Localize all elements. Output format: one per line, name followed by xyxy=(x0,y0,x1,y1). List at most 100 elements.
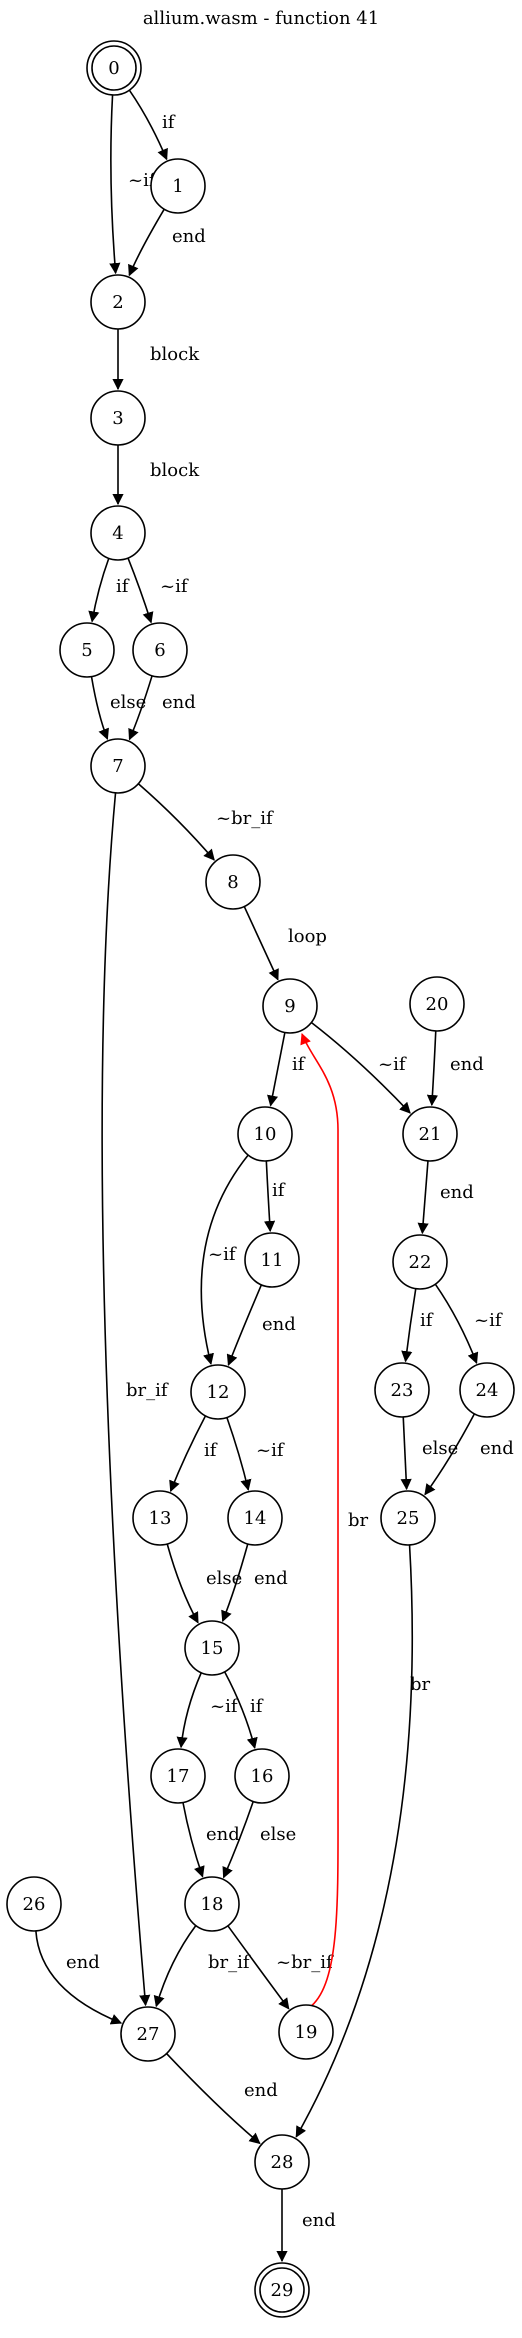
edge-line-18-27 xyxy=(153,1925,197,2008)
node-label-29: 29 xyxy=(271,2280,294,2301)
edge-label-1-2: end xyxy=(172,226,206,247)
node-13: 13 xyxy=(132,1490,188,1546)
node-circle-8 xyxy=(205,854,261,910)
node-24: 24 xyxy=(459,1362,515,1418)
edge-23-25: else xyxy=(400,1416,458,1491)
node-11: 11 xyxy=(244,1232,300,1288)
edge-line-13-15 xyxy=(166,1543,199,1624)
edge-7-27: br_if xyxy=(101,792,169,2007)
node-0: 0 xyxy=(86,40,142,96)
edge-line-0-2 xyxy=(109,94,121,275)
node-circle-23 xyxy=(374,1362,430,1418)
edge-line-8-9 xyxy=(243,906,279,981)
edge-17-18: end xyxy=(182,1802,240,1878)
node-label-21: 21 xyxy=(419,1124,442,1145)
edge-label-17-18: end xyxy=(206,1824,240,1845)
edge-line-19-9 xyxy=(300,1032,339,2007)
edge-12-13: if xyxy=(169,1415,218,1493)
edge-line-10-12 xyxy=(200,1154,249,1365)
node-inner-circle-29 xyxy=(259,2267,305,2313)
node-28: 28 xyxy=(254,2134,310,2190)
edge-25-28: br xyxy=(295,1544,431,2138)
node-circle-7 xyxy=(90,738,146,794)
node-label-16: 16 xyxy=(251,1766,274,1787)
node-label-12: 12 xyxy=(207,1382,230,1403)
edge-21-22: end xyxy=(417,1160,474,1235)
edge-label-11-12: end xyxy=(262,1314,296,1335)
node-label-7: 7 xyxy=(112,756,123,777)
edge-9-10: if xyxy=(267,1032,306,1107)
node-circle-22 xyxy=(392,1234,448,1290)
edge-line-9-10 xyxy=(267,1032,286,1107)
node-circle-10 xyxy=(237,1106,293,1162)
node-20: 20 xyxy=(409,976,465,1032)
edge-label-26-27: end xyxy=(66,1952,100,1973)
edge-label-16-18: else xyxy=(260,1824,296,1845)
node-circle-18 xyxy=(184,1876,240,1932)
node-4: 4 xyxy=(90,505,146,561)
node-circle-1 xyxy=(150,158,206,214)
edge-8-9: loop xyxy=(243,906,327,981)
edge-15-17: ~if xyxy=(176,1672,239,1749)
node-8: 8 xyxy=(205,854,261,910)
edge-line-4-5 xyxy=(88,558,110,623)
edge-label-19-9: br xyxy=(348,1510,369,1531)
node-circle-11 xyxy=(244,1232,300,1288)
node-label-3: 3 xyxy=(112,408,123,429)
node-29: 29 xyxy=(254,2262,310,2318)
edge-label-15-17: ~if xyxy=(210,1696,239,1717)
edge-6-7: end xyxy=(128,675,196,741)
edge-line-9-21 xyxy=(310,1021,411,1114)
node-16: 16 xyxy=(234,1748,290,1804)
edge-10-12: ~if xyxy=(200,1154,249,1365)
node-label-18: 18 xyxy=(201,1894,224,1915)
edge-16-18: else xyxy=(222,1801,296,1879)
edge-label-28-29: end xyxy=(302,2210,336,2231)
edge-0-1: if xyxy=(128,89,176,161)
graph-title: allium.wasm - function 41 xyxy=(143,8,379,29)
node-circle-13 xyxy=(132,1490,188,1546)
node-circle-27 xyxy=(120,2006,176,2062)
node-circle-15 xyxy=(184,1620,240,1676)
edge-line-10-11 xyxy=(264,1160,276,1233)
node-label-24: 24 xyxy=(476,1380,499,1401)
node-15: 15 xyxy=(184,1620,240,1676)
edge-line-7-27 xyxy=(101,792,151,2007)
node-3: 3 xyxy=(90,390,146,446)
node-circle-9 xyxy=(262,978,318,1034)
edge-label-21-22: end xyxy=(440,1182,474,1203)
edge-9-21: ~if xyxy=(310,1021,411,1114)
edge-line-6-7 xyxy=(128,675,153,741)
edge-19-9: br xyxy=(300,1032,369,2007)
edge-line-25-28 xyxy=(295,1544,414,2138)
edge-18-19: ~br_if xyxy=(227,1925,334,2010)
edge-label-15-16: if xyxy=(250,1696,264,1717)
edge-13-15: else xyxy=(166,1543,242,1624)
edge-label-4-5: if xyxy=(116,576,130,597)
node-label-10: 10 xyxy=(254,1124,277,1145)
edge-label-12-13: if xyxy=(204,1440,218,1461)
edge-line-20-21 xyxy=(426,1030,439,1107)
edge-line-11-12 xyxy=(226,1284,263,1366)
node-label-15: 15 xyxy=(201,1638,224,1659)
edge-15-16: if xyxy=(223,1671,264,1750)
edge-label-7-27: br_if xyxy=(126,1380,169,1401)
edge-line-27-28 xyxy=(165,2053,261,2145)
node-label-4: 4 xyxy=(112,523,123,544)
node-label-0: 0 xyxy=(108,58,119,79)
node-label-2: 2 xyxy=(112,292,123,313)
edge-label-20-21: end xyxy=(450,1054,484,1075)
node-18: 18 xyxy=(184,1876,240,1932)
node-9: 9 xyxy=(262,978,318,1034)
node-10: 10 xyxy=(237,1106,293,1162)
edge-3-4: block xyxy=(112,445,200,506)
node-label-28: 28 xyxy=(271,2152,294,2173)
node-label-9: 9 xyxy=(284,996,295,1017)
node-label-26: 26 xyxy=(23,1894,46,1915)
node-7: 7 xyxy=(90,738,146,794)
edge-line-12-13 xyxy=(169,1415,207,1493)
edge-label-18-19: ~br_if xyxy=(276,1952,334,1973)
edge-label-14-15: end xyxy=(254,1568,288,1589)
edge-line-18-19 xyxy=(227,1925,290,2010)
